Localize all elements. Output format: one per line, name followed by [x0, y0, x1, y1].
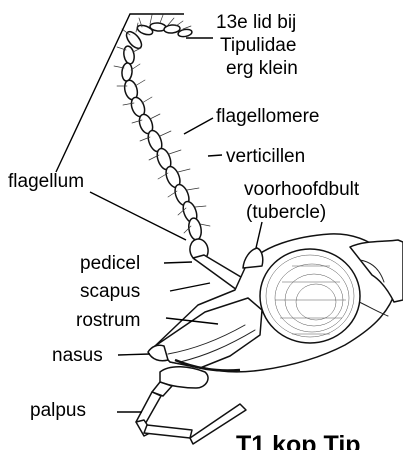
label-flagellomere: flagellomere [216, 106, 320, 127]
label-flagellum: flagellum [8, 171, 84, 192]
tubercle-bump [243, 248, 263, 268]
leader-scapus [170, 283, 210, 291]
leader-flagellomere [184, 118, 213, 134]
caption-title: T1 kop Tip [236, 431, 361, 450]
nasus-tip [148, 345, 168, 360]
label-13e-lid-line3: erg klein [226, 58, 298, 79]
label-scapus: scapus [80, 281, 140, 302]
label-rostrum: rostrum [76, 310, 140, 331]
head-capsule [148, 234, 403, 372]
leader-voorhoofdbult [256, 222, 262, 248]
label-nasus: nasus [52, 345, 103, 366]
label-pedicel: pedicel [80, 253, 140, 274]
leader-flagellum-top [56, 14, 184, 172]
label-tubercle: (tubercle) [246, 202, 326, 223]
leader-nasus [118, 354, 150, 355]
label-verticillen: verticillen [226, 146, 305, 167]
label-voorhoofdbult: voorhoofdbult [244, 179, 360, 200]
leader-flagellum-bottom [90, 192, 186, 240]
label-13e-lid-line2: Tipulidae [220, 35, 296, 56]
leader-pedicel [164, 262, 192, 263]
label-palpus: palpus [30, 400, 86, 421]
leader-verticillen [208, 155, 222, 156]
label-13e-lid-line1: 13e lid bij [216, 12, 296, 33]
flagellomere-segments [121, 22, 203, 241]
palpus-appendage [136, 367, 246, 444]
